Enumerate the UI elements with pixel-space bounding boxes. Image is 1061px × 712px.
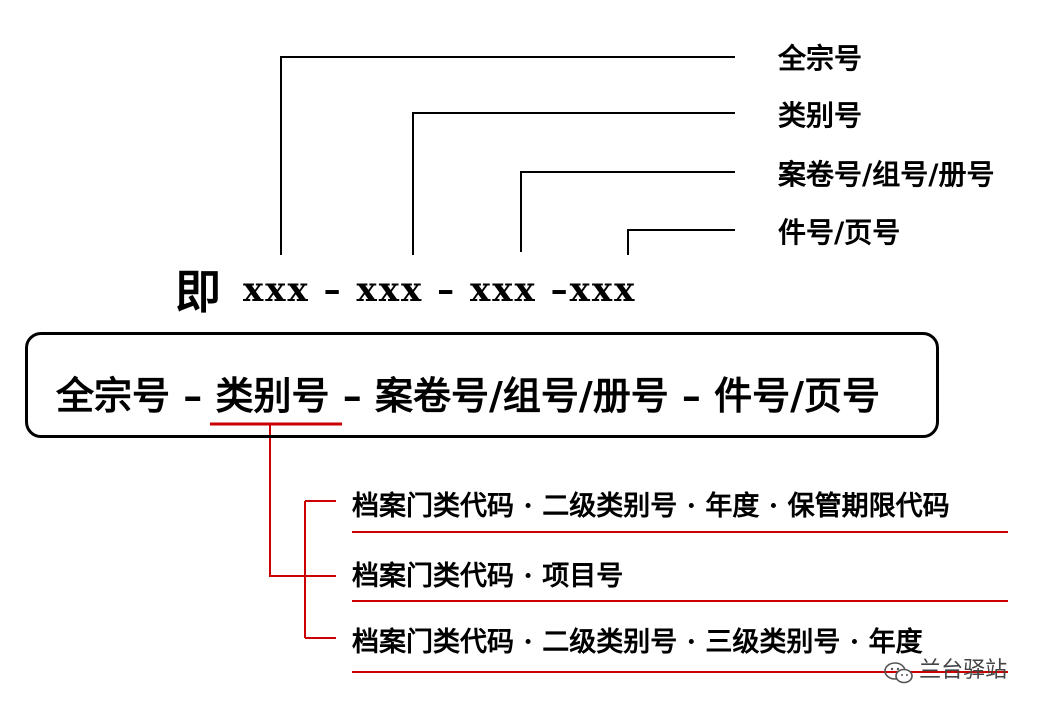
watermark: 兰台驿站 (884, 652, 1007, 685)
box-segment-rest: – 案卷号/组号/册号 – 件号/页号 (329, 373, 881, 418)
code-structure-box: 全宗号 – 类别号 – 案卷号/组号/册号 – 件号/页号 (25, 332, 939, 438)
option-2: 档案门类代码 · 项目号 (352, 561, 624, 592)
box-segment-category: 类别号 (215, 373, 330, 418)
option-3: 档案门类代码 · 二级类别号 · 三级类别号 · 年度 (352, 627, 923, 658)
wechat-icon (884, 661, 913, 683)
label-file: 案卷号/组号/册号 (778, 158, 995, 191)
label-category: 类别号 (778, 99, 863, 132)
label-fonds: 全宗号 (778, 42, 863, 75)
formula-prefix: 即 (175, 265, 221, 319)
connector-item (627, 229, 735, 255)
connector-category (412, 112, 735, 255)
box-text: 全宗号 – 类别号 – 案卷号/组号/册号 – 件号/页号 (56, 365, 880, 420)
tree-stem (269, 424, 305, 577)
option-1: 档案门类代码 · 二级类别号 · 年度 · 保管期限代码 (352, 491, 950, 522)
formula-pattern: xxx – xxx – xxx –xxx (243, 270, 637, 310)
box-segment-fonds: 全宗号 – (56, 373, 216, 418)
label-item: 件号/页号 (778, 216, 901, 249)
watermark-text: 兰台驿站 (919, 658, 1008, 683)
connector-file (520, 171, 735, 252)
connector-fonds (280, 56, 735, 255)
